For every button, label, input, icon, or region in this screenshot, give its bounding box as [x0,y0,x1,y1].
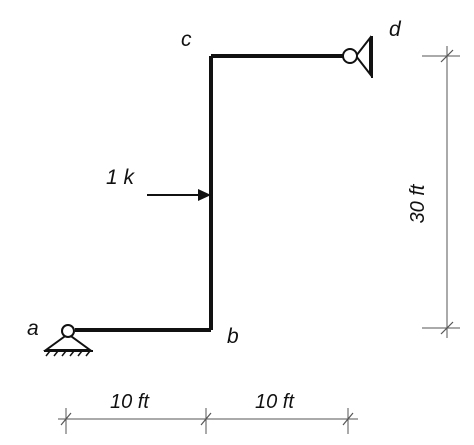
pin-support-a [42,324,94,357]
node-label-d: d [389,18,402,41]
width-right-label: 10 ft [255,391,295,413]
node-label-a: a [27,317,39,340]
width-dimension [58,408,358,434]
height-dimension [422,46,460,338]
node-label-c: c [181,28,192,51]
width-left-label: 10 ft [110,391,150,413]
node-label-b: b [227,325,239,348]
load-arrow [147,189,211,201]
pin-support-d [342,35,373,78]
load-label: 1 k [106,166,136,189]
height-dimension-label: 30 ft [407,183,429,223]
